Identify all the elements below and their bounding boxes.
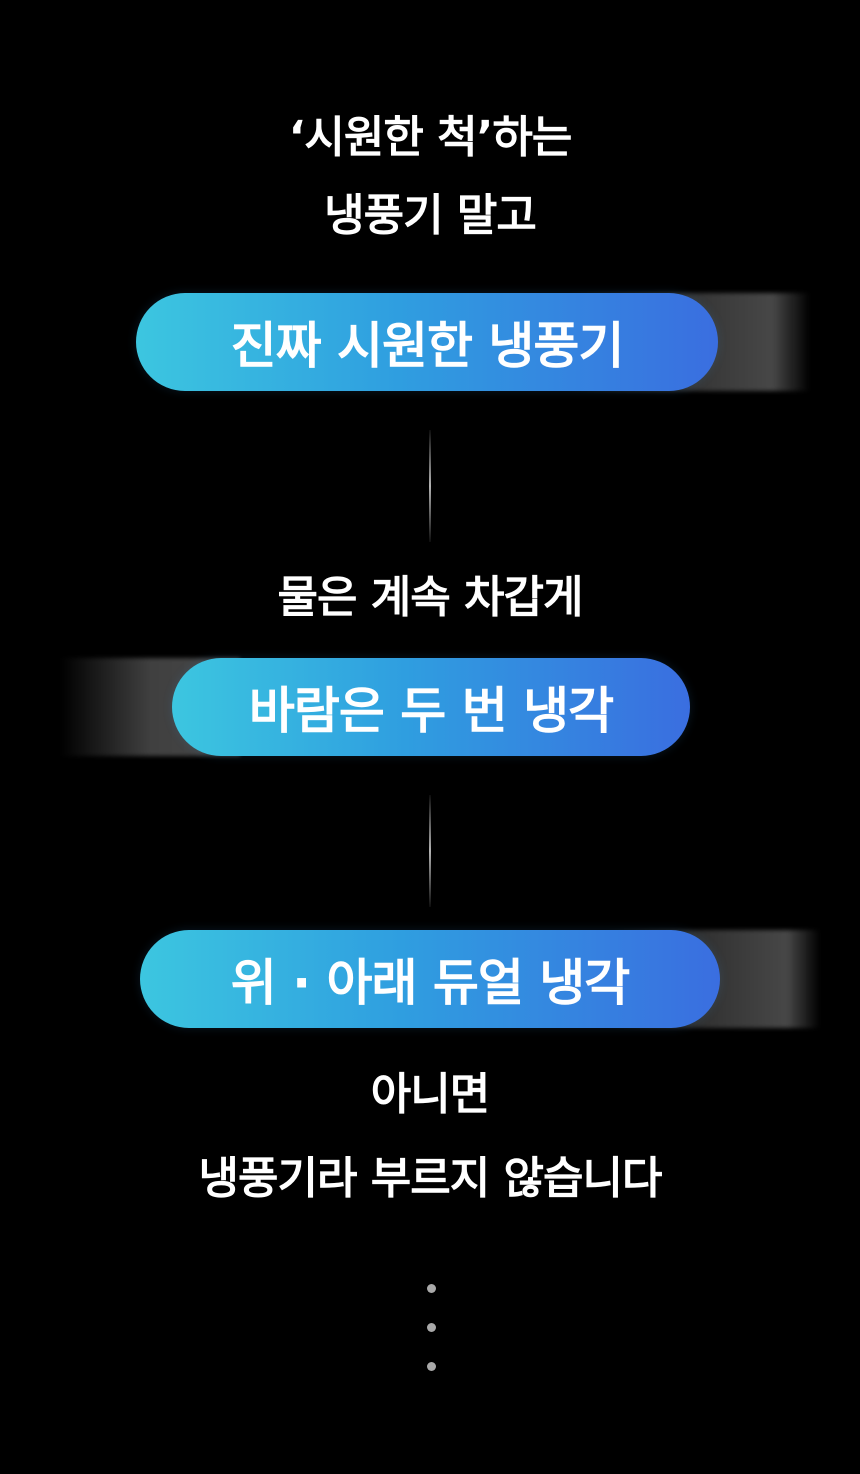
pill-1-wrap: 진짜 시원한 냉풍기 [0, 293, 860, 391]
intro-line-2: 냉풍기 말고 [324, 190, 537, 241]
ellipsis-dot [427, 1284, 436, 1293]
connector-line-2 [429, 795, 431, 907]
pill-2-wrap: 바람은 두 번 냉각 [0, 658, 860, 756]
intro-text: ‘시원한 척’하는 냉풍기 말고 [0, 112, 860, 242]
highlight-pill-3: 위 · 아래 듀얼 냉각 [140, 930, 720, 1028]
outro-line-1: 아니면 [370, 1069, 490, 1120]
outro-text: 아니면 냉풍기라 부르지 않습니다 [0, 1064, 860, 1210]
highlight-pill-1: 진짜 시원한 냉풍기 [136, 293, 718, 391]
middle-text: 물은 계속 차갑게 [0, 568, 860, 628]
pill-3-wrap: 위 · 아래 듀얼 냉각 [0, 930, 860, 1028]
pill-1-label: 진짜 시원한 냉풍기 [230, 317, 625, 375]
connector-line-1 [429, 430, 431, 542]
highlight-pill-2: 바람은 두 번 냉각 [172, 658, 690, 756]
middle-line-1: 물은 계속 차갑게 [277, 572, 584, 623]
ellipsis-dot [427, 1323, 436, 1332]
pill-2-label: 바람은 두 번 냉각 [248, 682, 614, 740]
outro-line-2: 냉풍기라 부르지 않습니다 [198, 1153, 663, 1204]
ellipsis-dot [427, 1362, 436, 1371]
intro-line-1: ‘시원한 척’하는 [288, 112, 573, 163]
pill-3-label: 위 · 아래 듀얼 냉각 [230, 954, 631, 1012]
